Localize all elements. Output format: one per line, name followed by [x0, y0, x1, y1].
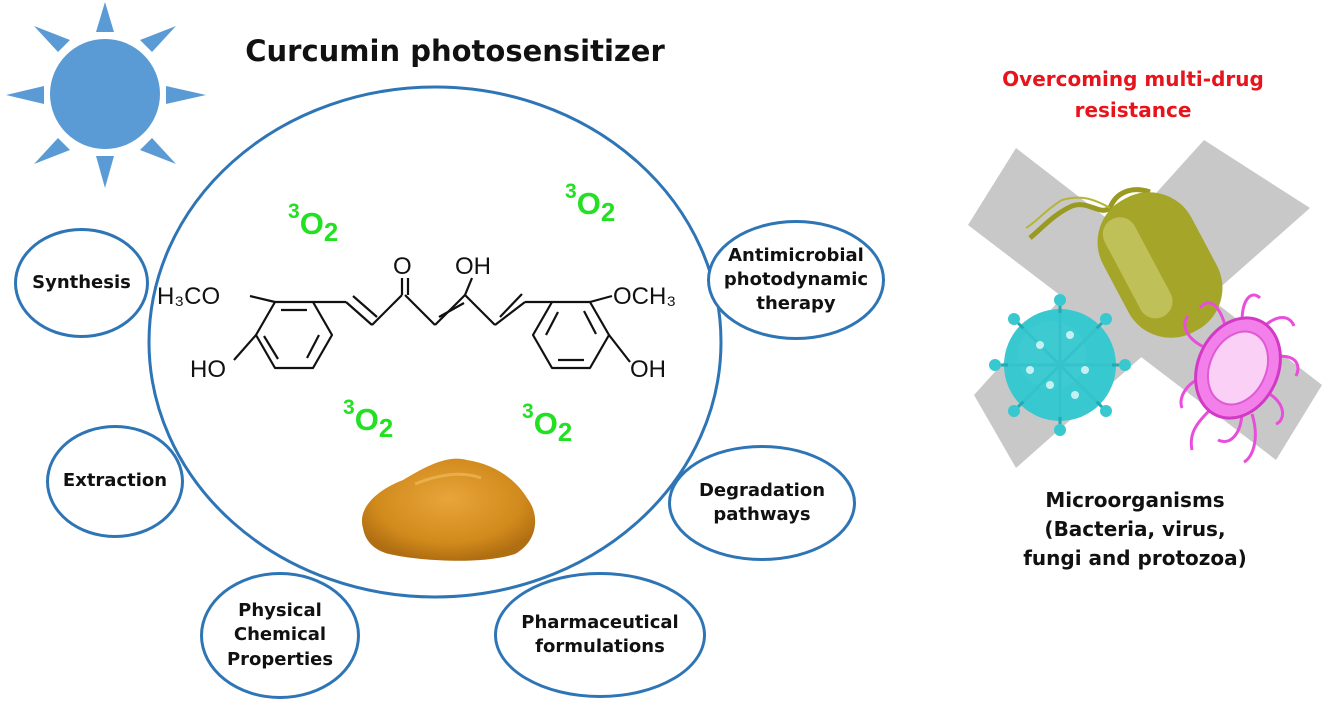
- curcumin-structure: [233, 277, 631, 370]
- pathways-label: pathways: [713, 504, 811, 525]
- methoxy-left-label: H₃CO: [157, 283, 221, 310]
- chemical-label: Chemical: [233, 624, 327, 646]
- methoxy-right-label: OCH₃: [613, 283, 677, 310]
- triplet-oxygen-label: 3O2: [522, 400, 573, 448]
- curcumin-powder-image: [361, 458, 536, 561]
- antimicrobial-therapy-bubble: Antimicrobial photodynamic therapy: [707, 220, 885, 340]
- hydroxy-left-label: HO: [190, 356, 226, 383]
- virus-icon: [989, 294, 1131, 436]
- bacillus-icon: [1025, 187, 1223, 338]
- physical-chemical-bubble: Physical Chemical Properties: [200, 572, 360, 699]
- page-title: Curcumin photosensitizer: [245, 34, 665, 68]
- synthesis-bubble: Synthesis: [14, 228, 149, 338]
- sun-icon: [6, 2, 206, 188]
- hydroxy-right-label: OH: [630, 356, 666, 383]
- extraction-label: Extraction: [62, 470, 168, 492]
- degradation-bubble: Degradation pathways: [668, 445, 856, 561]
- pharmaceutical-label: Pharmaceutical: [521, 611, 679, 633]
- degradation-label: Degradation: [698, 479, 826, 501]
- triplet-oxygen-label: 3O2: [343, 396, 394, 444]
- photodynamic-label: photodynamic: [723, 268, 869, 290]
- synthesis-label: Synthesis: [32, 271, 131, 293]
- antimicrobial-label: Antimicrobial: [728, 244, 864, 266]
- formulations-label: formulations: [535, 636, 665, 657]
- extraction-bubble: Extraction: [46, 425, 184, 538]
- triplet-oxygen-label: 3O2: [288, 200, 339, 248]
- triplet-oxygen-label: 3O2: [565, 180, 616, 228]
- resistance-heading: Overcoming multi-drug resistance: [1002, 67, 1264, 122]
- microorganisms-caption: Microorganisms (Bacteria, virus, fungi a…: [1023, 488, 1247, 570]
- therapy-label: therapy: [756, 293, 836, 315]
- physical-label: Physical: [238, 600, 322, 622]
- properties-label: Properties: [226, 648, 334, 670]
- main-circle: [147, 85, 723, 599]
- enol-label: OH: [455, 253, 491, 280]
- microorganisms-cross-image: [968, 140, 1322, 468]
- pharmaceutical-bubble: Pharmaceutical formulations: [494, 572, 706, 698]
- carbonyl-label: O: [393, 253, 412, 280]
